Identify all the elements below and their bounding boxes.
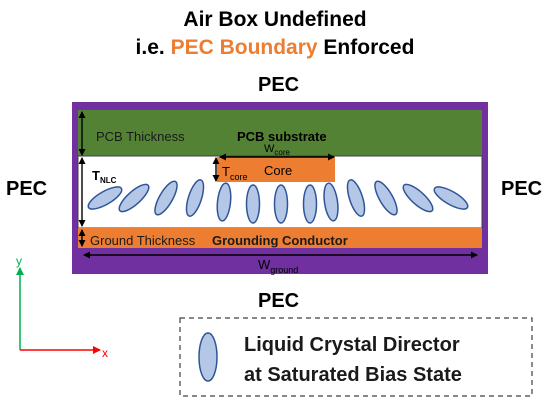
- w-core-label: Wcore: [264, 143, 291, 157]
- title-suffix: Enforced: [317, 36, 415, 59]
- lc-director: [402, 183, 434, 213]
- pec-label-top: PEC: [258, 74, 300, 96]
- title-line-2: i.e. PEC Boundary Enforced: [0, 36, 550, 60]
- t-nlc-main: T: [92, 168, 100, 183]
- lc-director-row: [87, 179, 469, 224]
- y-axis-label: y: [16, 254, 22, 268]
- grounding-conductor-layer: [78, 228, 482, 248]
- lc-director: [245, 184, 261, 224]
- legend-lc-icon: [198, 332, 218, 382]
- x-axis-label: x: [102, 346, 108, 360]
- lc-director: [374, 180, 398, 216]
- pec-label-bottom: PEC: [258, 290, 300, 312]
- pcb-substrate-label: PCB substrate: [237, 129, 327, 144]
- core-label: Core: [264, 163, 292, 178]
- t-core-main: T: [222, 164, 230, 179]
- lc-director: [118, 183, 150, 213]
- lc-director: [273, 184, 289, 224]
- lc-director: [323, 182, 339, 222]
- pcb-thickness-label: PCB Thickness: [96, 129, 185, 144]
- title-line-1: Air Box Undefined: [183, 8, 367, 31]
- lc-director: [154, 180, 178, 216]
- lc-director: [346, 179, 366, 217]
- pcb-substrate-layer: [78, 110, 482, 156]
- grounding-conductor-label: Grounding Conductor: [212, 233, 348, 248]
- pec-label-right: PEC: [501, 178, 543, 200]
- ground-thickness-label: Ground Thickness: [90, 233, 196, 248]
- w-core-sub: core: [274, 148, 290, 157]
- t-nlc-sub: NLC: [100, 176, 117, 185]
- t-core-sub: core: [230, 172, 248, 182]
- t-core-label: Tcore: [222, 164, 247, 182]
- w-ground-sub: ground: [270, 265, 298, 275]
- lc-director: [87, 186, 123, 210]
- w-ground-main: W: [258, 257, 271, 272]
- t-nlc-label: TNLC: [92, 168, 117, 185]
- lc-director: [433, 186, 469, 210]
- title-highlight: PEC Boundary: [170, 36, 318, 59]
- legend-box: [179, 317, 533, 397]
- core-block: [217, 157, 335, 182]
- lc-director: [302, 184, 318, 224]
- legend-line-2: at Saturated Bias State: [244, 364, 462, 386]
- w-ground-label: Wground: [258, 257, 298, 275]
- w-core-main: W: [264, 143, 275, 155]
- lc-director: [216, 182, 232, 222]
- lc-director: [185, 179, 205, 217]
- legend-line-1: Liquid Crystal Director: [244, 334, 460, 356]
- title-prefix: i.e.: [135, 36, 171, 59]
- pec-label-left: PEC: [6, 178, 48, 200]
